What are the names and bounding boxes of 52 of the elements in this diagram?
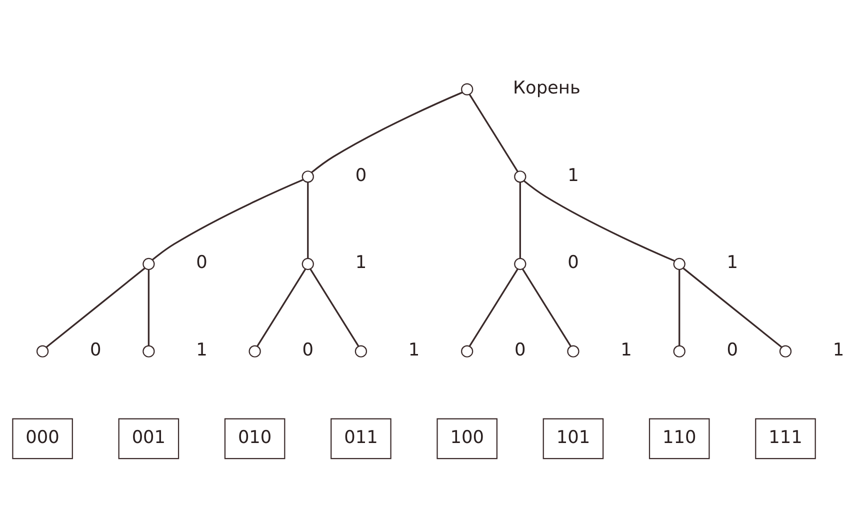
connector	[256, 268, 306, 347]
node-label: 0	[196, 253, 208, 274]
node-circle	[673, 345, 686, 358]
node-box: 001	[118, 418, 180, 460]
node-box: 010	[224, 418, 286, 460]
node-label: 1	[196, 340, 208, 361]
node-circle	[36, 345, 49, 358]
connector	[519, 182, 521, 258]
node-label: 1	[568, 166, 579, 186]
connector	[148, 270, 150, 346]
node-circle	[302, 258, 314, 270]
node-box: 111	[755, 418, 816, 460]
node-box: 100	[436, 418, 498, 460]
node-circle	[302, 170, 314, 183]
node-circle	[673, 258, 686, 270]
node-label: 0	[514, 340, 526, 361]
connector	[523, 180, 675, 262]
connector	[152, 179, 304, 260]
node-circle	[567, 345, 580, 358]
node-label: 0	[355, 166, 367, 186]
connector	[522, 268, 572, 347]
node-circle	[142, 345, 155, 358]
node-box: 110	[648, 418, 710, 460]
node-circle	[354, 345, 368, 358]
connector	[46, 268, 146, 348]
node-label: 0	[568, 253, 579, 274]
node-label: 0	[302, 340, 314, 361]
node-circle	[779, 345, 792, 358]
node-label: 1	[726, 253, 738, 274]
connector	[310, 268, 360, 347]
node-circle	[248, 345, 261, 358]
node-label: 0	[726, 340, 738, 361]
node-label: 1	[620, 340, 632, 361]
node-label: 0	[90, 340, 102, 361]
node-circle	[514, 258, 526, 270]
connector	[682, 268, 782, 348]
node-label: 1	[355, 253, 367, 274]
node-circle	[514, 170, 526, 183]
node-box: 101	[542, 418, 604, 460]
connector	[468, 94, 518, 172]
connector	[307, 182, 309, 258]
connector	[678, 270, 680, 346]
node-circle	[461, 83, 474, 96]
connector	[311, 92, 463, 174]
node-circle	[142, 258, 155, 270]
node-box: 011	[330, 418, 392, 460]
node-label: 1	[408, 340, 420, 361]
node-label: 1	[832, 340, 844, 361]
node-label: Корень	[512, 78, 580, 99]
connector	[468, 268, 518, 347]
node-circle	[461, 345, 474, 358]
node-box: 000	[12, 418, 73, 460]
